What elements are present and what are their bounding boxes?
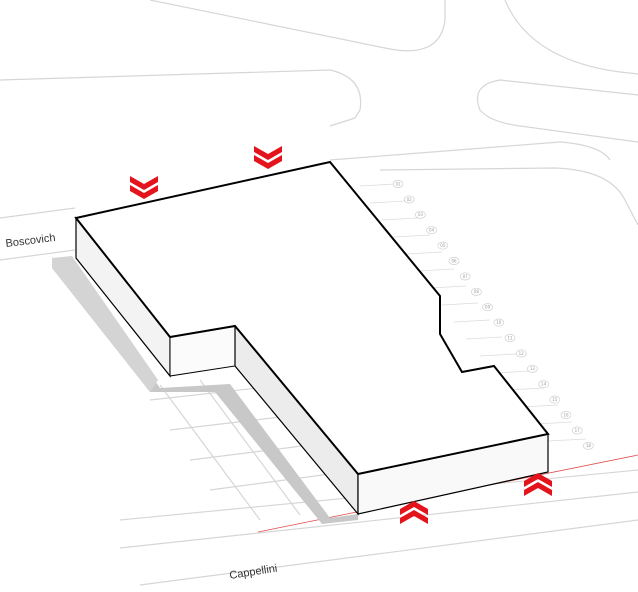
- entrance-arrow-south-west: [400, 501, 428, 524]
- grid-line-6: [199, 379, 301, 516]
- parking-number-label: 04: [429, 228, 435, 233]
- parking-number-label: 06: [451, 258, 457, 263]
- road-south-edge-b: [119, 491, 638, 549]
- parking-number-marker: [437, 241, 449, 250]
- road-north-far-b: [559, 141, 611, 161]
- street-label-boscovich: Boscovich: [5, 232, 56, 250]
- parking-number-marker: [392, 180, 404, 188]
- entrance-arrow-north-east: [254, 146, 282, 169]
- entrance-markers: [130, 146, 552, 524]
- parking-number-label: 01: [395, 181, 401, 186]
- parking-number-label: 18: [586, 443, 592, 448]
- entrance-arrow-south-east: [524, 473, 552, 496]
- parking-number-marker: [538, 380, 549, 389]
- context-block-top: [149, 0, 446, 52]
- entrance-arrow-north-west: [130, 176, 158, 199]
- parking-number-label: 09: [485, 305, 491, 310]
- building-shadow-soft: [52, 256, 158, 392]
- parking-number-label: 08: [474, 289, 480, 294]
- parking-number-label: 17: [575, 428, 581, 433]
- building-roof: [74, 160, 550, 476]
- parking-number-label: 10: [496, 320, 502, 325]
- parking-number-marker: [459, 272, 471, 281]
- road-south-edge-c: [139, 519, 638, 586]
- parking-number-label: 15: [552, 397, 558, 402]
- parking-number-label: 16: [563, 412, 569, 417]
- road-north-edge-b: [0, 249, 76, 261]
- road-north-far: [329, 141, 561, 161]
- parking-number-marker: [527, 364, 538, 373]
- building: [52, 160, 550, 524]
- parking-number-marker: [448, 257, 460, 265]
- parking-number-marker: [560, 411, 572, 419]
- parking-number-label: 05: [440, 243, 446, 248]
- parking-number-marker: [482, 303, 493, 312]
- parking-number-label: 03: [418, 212, 424, 217]
- context-block-left: [0, 69, 362, 119]
- context-block-right: [476, 79, 638, 143]
- parking-number-marker: [549, 395, 561, 404]
- parking-number-label: 11: [507, 335, 513, 340]
- parking-number-marker: [515, 349, 527, 358]
- road-north-edge-a: [0, 207, 76, 219]
- parking-number-marker: [403, 195, 415, 204]
- parking-number-marker: [471, 287, 482, 296]
- parking-number-label: 02: [407, 197, 413, 202]
- parking-number-label: 14: [541, 382, 547, 387]
- parking-number-marker: [415, 210, 426, 219]
- parking-number-label: 13: [530, 366, 536, 371]
- building-shadow: [52, 258, 358, 524]
- parking-number-marker: [426, 226, 437, 235]
- parking-number-marker: [583, 441, 594, 450]
- parking-number-markers: 01 02 03 04 05 06 07 08 09 10 11 12 13 14 15 16 17 18: [392, 180, 594, 450]
- parking-number-marker: [571, 426, 583, 435]
- grid-line-5: [159, 384, 261, 521]
- parking-number-marker: [493, 318, 505, 327]
- context-block-left-edge: [329, 117, 356, 127]
- parking-number-marker: [504, 334, 516, 342]
- parking-edge-outer: [379, 167, 638, 226]
- parking-number-label: 07: [463, 274, 469, 279]
- context-block-top-right: [504, 0, 638, 75]
- street-label-cappellini: Cappellini: [229, 563, 279, 582]
- parking-number-label: 12: [519, 351, 525, 356]
